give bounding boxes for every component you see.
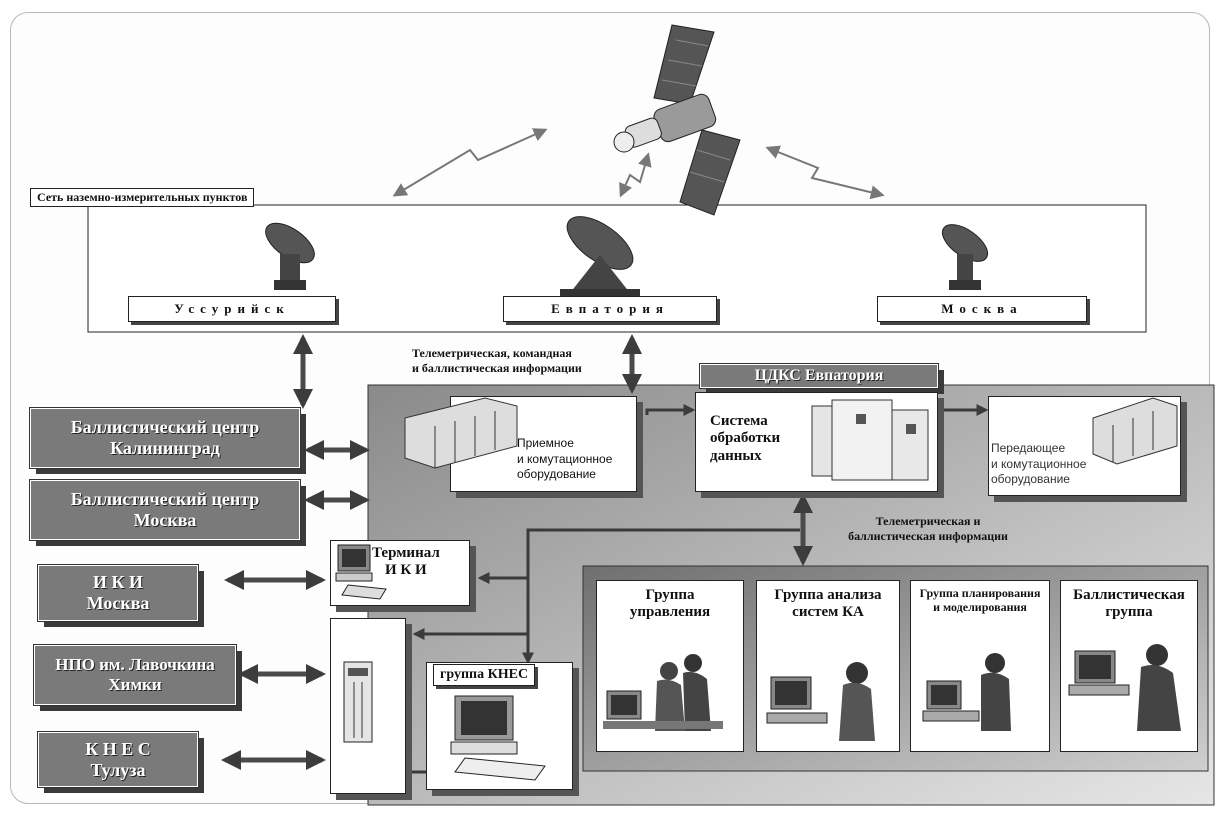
network-title: Сеть наземно-измерительных пунктов xyxy=(30,188,255,207)
center-title: ЦДКС Евпатория xyxy=(699,363,939,389)
knes-group-label: группа КНЕС xyxy=(433,664,536,686)
operator-icon-planning xyxy=(922,653,1011,731)
satellite-icon xyxy=(613,24,741,216)
group-control: Группа управления xyxy=(596,580,744,752)
radio-link-right xyxy=(765,145,885,200)
knes-toulouse: К Н Е С Тулуза xyxy=(37,731,199,788)
iki-terminal-label: Терминал И К И xyxy=(372,545,440,578)
processing-system-label: Система обработки данных xyxy=(710,413,781,464)
radio-link-left xyxy=(392,128,548,197)
group-ballistics-title: Баллистическая группа xyxy=(1073,587,1185,621)
npo-lavochkin: НПО им. Лавочкина Химки xyxy=(33,644,237,706)
antenna-icon-ussuriysk xyxy=(265,222,315,290)
group-planning-title: Группа планирования и моделирования xyxy=(919,586,1041,614)
antenna-icon-evpatoria xyxy=(560,216,640,299)
ballistic-center-kaliningrad: Баллистический центр Калининград xyxy=(29,407,301,469)
receive-equipment-label: Приемное и комутационное оборудование xyxy=(517,436,613,482)
group-analysis-title: Группа анализа систем КА xyxy=(774,587,882,621)
iki-moscow: И К И Москва xyxy=(37,564,199,622)
operator-icon-analysis xyxy=(766,662,875,741)
arrow-bus-terminal xyxy=(477,528,800,584)
uplink-label: Телеметрическая, командная и баллистичес… xyxy=(412,346,582,375)
operator-icon-ballistics xyxy=(1068,644,1181,731)
radio-link-center xyxy=(619,152,652,198)
group-planning-modeling: Группа планирования и моделирования xyxy=(910,580,1050,752)
group-control-title: Группа управления xyxy=(629,587,711,621)
transmit-equipment-label: Передающее и комутационное оборудование xyxy=(991,441,1087,487)
internal-link-label: Телеметрическая и баллистическая информа… xyxy=(848,514,1008,543)
antenna-icon-moscow xyxy=(941,224,989,290)
group-spacecraft-analysis: Группа анализа систем КА xyxy=(756,580,900,752)
group-ballistics: Баллистическая группа xyxy=(1060,580,1198,752)
operators-icon-control xyxy=(603,654,723,731)
station-moscow: Москва xyxy=(877,296,1087,322)
ballistic-center-moscow: Баллистический центр Москва xyxy=(29,479,301,541)
station-evpatoria: Евпатория xyxy=(503,296,717,322)
arrow-receive-processing xyxy=(645,404,696,416)
station-ussuriysk: Уссурийск xyxy=(128,296,336,322)
